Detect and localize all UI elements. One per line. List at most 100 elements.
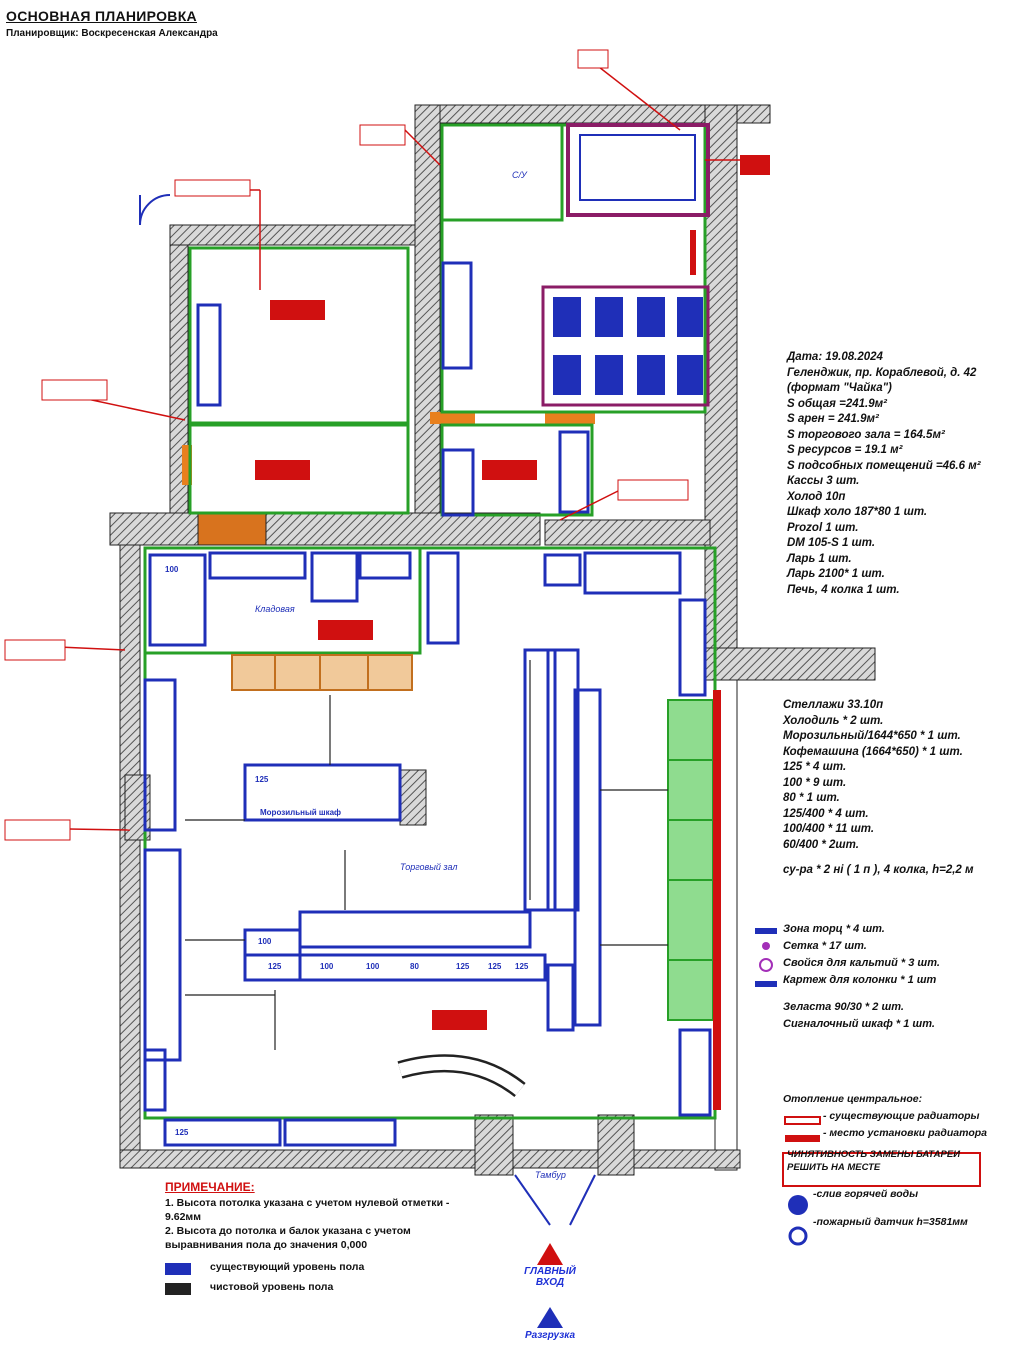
wall-middle-right — [544, 519, 711, 546]
display-row — [231, 654, 413, 691]
wall-left-outer — [119, 544, 141, 1156]
heating-title: Отопление центральное: — [783, 1093, 923, 1105]
fire-sensor-icon — [788, 1226, 808, 1246]
equipment-line: 100/400 * 11 шт. — [783, 823, 875, 835]
equipment-line: 125 * 4 шт. — [783, 761, 847, 773]
room-label-tambour: Тамбур — [535, 1170, 566, 1180]
notes-line1: 1. Высота потолка указана с учетом нулев… — [165, 1197, 450, 1223]
wall-top-left — [169, 224, 416, 246]
room-storage-top-left — [188, 246, 410, 425]
legend-item: Картеж для колонки * 1 шт — [783, 974, 937, 986]
outlet-icon — [759, 958, 773, 972]
info-line: Ларь 1 шт. — [787, 552, 852, 565]
equipment-block: Стеллажи 33.10п Холодиль * 2 шт. Морозил… — [783, 698, 974, 879]
wall-step-right — [704, 647, 876, 681]
heating-note: ЧИНЯТИВНОСТЬ ЗАМЕНЫ БАТАРЕИ РЕШИТЬ НА МЕ… — [787, 1149, 961, 1173]
shelf-label: 80 — [410, 962, 419, 971]
entrance-doors — [139, 194, 596, 1226]
room-label-storage: Кладовая — [255, 604, 295, 614]
info-line: (формат "Чайка") — [787, 382, 892, 394]
plan-title: ОСНОВНАЯ ПЛАНИРОВКА — [6, 8, 197, 24]
hot-water-icon — [788, 1195, 808, 1215]
shelf-label: 100 — [366, 962, 380, 971]
wall-inner-vert — [414, 104, 441, 546]
shelf-label: 100 — [320, 962, 334, 971]
main-entrance-label: ГЛАВНЫЙ ВХОД — [524, 1266, 576, 1288]
shelf-label: 125 — [255, 775, 269, 784]
info-line: S арен = 241.9м² — [787, 413, 879, 425]
fixtures — [143, 261, 712, 1147]
annotation-tags — [4, 49, 770, 1030]
equipment-line: 80 * 1 шт. — [783, 792, 840, 804]
room-sales-hall — [143, 546, 717, 1120]
info-line: Геленджик, пр. Кораблевой, д. 42 — [787, 366, 977, 379]
equipment-line: 60/400 * 2шт. — [783, 838, 859, 851]
notes-head: ПРИМЕЧАНИЕ: — [165, 1180, 255, 1194]
heating-install: - место установки радиатора — [823, 1127, 987, 1139]
equipment-line: Морозильный/1644*650 * 1 шт. — [783, 730, 961, 742]
room-wc — [440, 123, 564, 222]
info-line: Кассы 3 шт. — [787, 475, 860, 487]
info-line: Prozol 1 шт. — [787, 521, 859, 534]
wall-bottom — [119, 1149, 741, 1169]
shelf-label: 125 — [175, 1128, 189, 1137]
legend-item: Зона торц * 4 шт. — [783, 923, 885, 935]
loading-arrow-icon — [537, 1307, 563, 1328]
radiator-right — [713, 690, 721, 1110]
room-label-wc: С/У — [512, 170, 527, 180]
info-block: Дата: 19.08.2024 Геленджик, пр. Кораблев… — [787, 350, 981, 598]
orange-marker-1 — [430, 412, 475, 424]
info-line: DM 105-S 1 шт. — [787, 537, 876, 549]
equipment-line: Кофемашина (1664*650) * 1 шт. — [783, 745, 963, 758]
room-sales-storage — [143, 546, 422, 655]
info-line: S торгового зала = 164.5м² — [787, 428, 945, 441]
equipment-line: Холодиль * 2 шт. — [783, 714, 884, 727]
room-label-cabinet: Морозильный шкаф — [260, 808, 342, 817]
plan-subtitle: Планировщик: Воскресенская Александра — [6, 28, 218, 39]
shelf-label: 125 — [488, 962, 502, 971]
info-line: Печь, 4 колка 1 шт. — [787, 583, 900, 596]
fridge-column — [667, 699, 714, 1021]
column-entrance-left — [474, 1114, 514, 1176]
room-corridor-left — [188, 423, 410, 515]
info-line: S общая =241.9м² — [787, 397, 887, 410]
loading-label: Разгрузка — [524, 1330, 576, 1341]
radiator-top — [690, 230, 696, 275]
shelf-label: 125 — [268, 962, 282, 971]
info-line: Холод 10п — [787, 490, 846, 503]
orange-marker-3 — [182, 445, 192, 485]
rack-grid — [541, 123, 710, 407]
equipment-legend: Зона торц * 4 шт. Сетка * 17 шт. Свойся … — [783, 923, 940, 1035]
info-line: S ресурсов = 19.1 м² — [787, 444, 903, 456]
shelf-label: 125 — [456, 962, 470, 971]
info-line: Шкаф холо 187*80 1 шт. — [787, 506, 928, 518]
equipment-line: 100 * 9 шт. — [783, 776, 847, 789]
legend-item: Свойся для кальтий * 3 шт. — [783, 957, 940, 969]
legend-extra: Сигналочный шкаф * 1 шт. — [783, 1018, 935, 1030]
legend-item: Сетка * 17 шт. — [783, 940, 867, 952]
notes-block: ПРИМЕЧАНИЕ: 1. Высота потолка указана с … — [165, 1180, 485, 1294]
walls — [109, 104, 876, 1176]
wall-right-upper — [704, 104, 738, 651]
shelf-label: 100 — [165, 565, 179, 574]
column-sales-1 — [399, 769, 427, 826]
room-label-sales: Торговый зал — [400, 862, 458, 872]
heating-water: -слив горячей воды — [813, 1188, 919, 1200]
heating-sensor: -пожарный датчик h=3581мм — [813, 1216, 968, 1228]
heating-legend: Отопление центральное: - существующие ра… — [783, 1093, 987, 1229]
orange-marker-2 — [545, 412, 595, 424]
shelf-label: 100 — [258, 937, 272, 946]
legend-extra: Зеласта 90/30 * 2 шт. — [783, 1001, 904, 1013]
info-line: S подсобных помещений =46.6 м² — [787, 459, 981, 472]
column-entrance-right — [597, 1114, 635, 1176]
equipment-extra: су-ра * 2 ні ( 1 п ), 4 колка, h=2,2 м — [783, 864, 974, 876]
heating-existing: - существующие радиаторы — [823, 1110, 980, 1122]
info-line: Ларь 2100* 1 шт. — [787, 568, 885, 580]
equipment-line: 125/400 * 4 шт. — [783, 807, 869, 820]
notes-legend-clean: чистовой уровень пола — [210, 1281, 334, 1293]
main-entrance-arrow-icon — [537, 1243, 563, 1265]
notes-legend-existing: существующий уровень пола — [210, 1261, 365, 1273]
dimension-lines — [185, 660, 668, 1050]
grid-icon — [762, 942, 770, 950]
